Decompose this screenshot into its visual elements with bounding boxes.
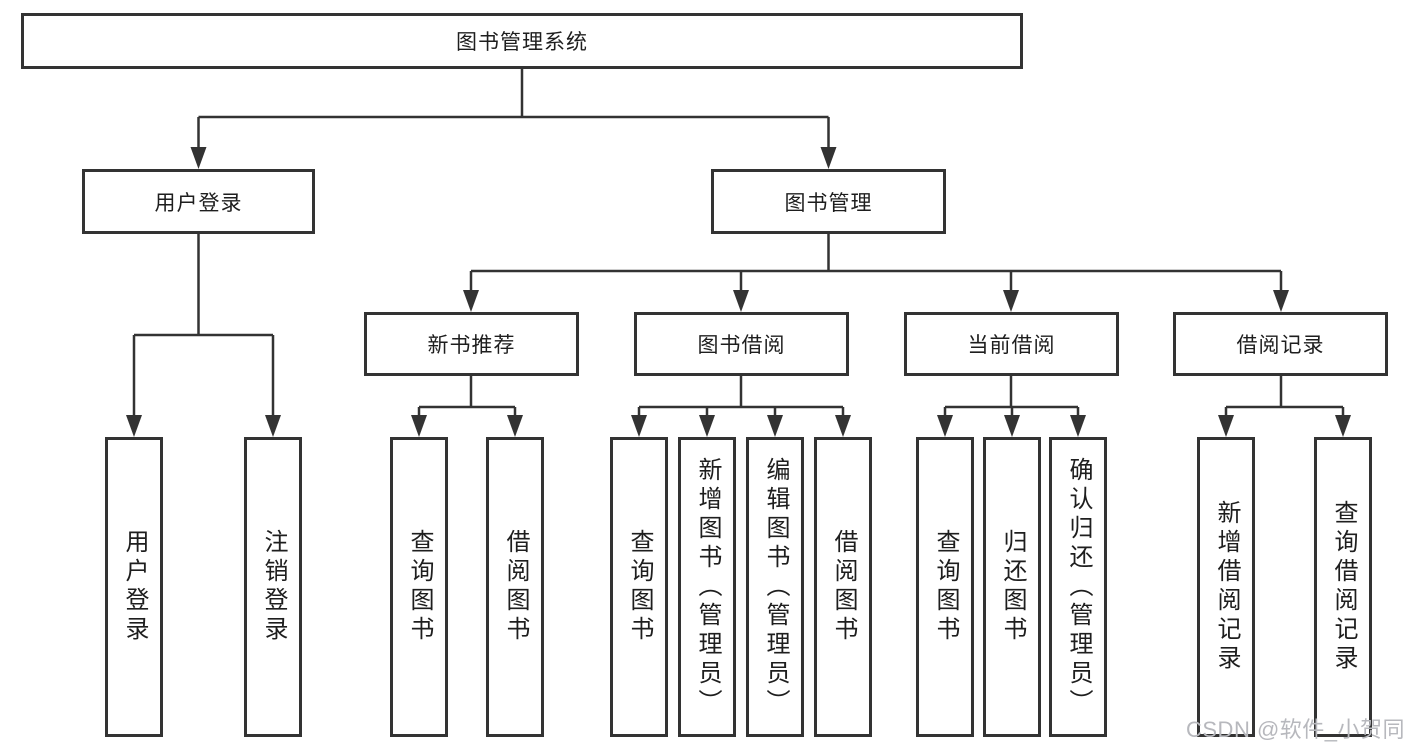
leaf-query-borrow-record: 查询借阅记录	[1314, 437, 1372, 737]
leaf-return-books: 归还图书	[983, 437, 1041, 737]
leaf-add-books-admin-label: 新增图书（管理员）	[694, 456, 721, 718]
watermark: CSDN @软件_小贺同学	[1186, 717, 1405, 742]
node-current-borrow-label: 当前借阅	[967, 334, 1056, 357]
leaf-borrow-books-recommend: 借阅图书	[486, 437, 544, 737]
arrowhead	[1004, 415, 1020, 437]
leaf-query-books-current: 查询图书	[916, 437, 974, 737]
arrowhead	[265, 415, 281, 437]
leaf-confirm-return-admin: 确认归还（管理员）	[1049, 437, 1107, 737]
node-user-login: 用户登录	[82, 169, 315, 234]
leaf-add-books-admin: 新增图书（管理员）	[678, 437, 736, 737]
node-new-book-recommend-label: 新书推荐	[427, 334, 516, 357]
leaf-query-books-recommend: 查询图书	[390, 437, 448, 737]
node-book-borrow-label: 图书借阅	[697, 334, 786, 357]
leaf-user-login: 用户登录	[105, 437, 163, 737]
node-root: 图书管理系统	[21, 13, 1023, 69]
arrowhead	[1070, 415, 1086, 437]
leaf-borrow-books: 借阅图书	[814, 437, 872, 737]
leaf-edit-books-admin-label: 编辑图书（管理员）	[762, 456, 789, 718]
connector-records-group	[1224, 376, 1345, 416]
leaf-logout: 注销登录	[244, 437, 302, 737]
arrowhead	[1003, 290, 1019, 312]
node-user-login-label: 用户登录	[154, 191, 243, 215]
node-new-book-recommend: 新书推荐	[364, 312, 579, 376]
leaf-query-borrow-record-label: 查询借阅记录	[1330, 500, 1357, 674]
arrowhead	[631, 415, 647, 437]
leaf-query-books-borrow: 查询图书	[610, 437, 668, 737]
leaf-logout-label: 注销登录	[260, 529, 287, 645]
arrowhead	[126, 415, 142, 437]
connector-userlogin-group	[132, 234, 275, 416]
arrowhead	[1273, 290, 1289, 312]
arrowhead	[463, 290, 479, 312]
arrowhead	[507, 415, 523, 437]
leaf-borrow-books-recommend-label: 借阅图书	[502, 529, 529, 645]
leaf-query-books-recommend-label: 查询图书	[406, 529, 433, 645]
leaf-user-login-label: 用户登录	[121, 529, 148, 645]
arrowhead	[733, 290, 749, 312]
arrowhead	[937, 415, 953, 437]
leaf-borrow-books-label: 借阅图书	[830, 529, 857, 645]
leaf-return-books-label: 归还图书	[999, 529, 1026, 645]
arrowhead	[767, 415, 783, 437]
leaf-query-books-borrow-label: 查询图书	[626, 529, 653, 645]
leaf-confirm-return-admin-label: 确认归还（管理员）	[1065, 456, 1092, 718]
arrowhead	[820, 147, 837, 169]
node-root-label: 图书管理系统	[456, 31, 588, 54]
connector-root-to-level2	[197, 69, 830, 148]
connector-newbooks-group	[417, 376, 517, 416]
leaf-edit-books-admin: 编辑图书（管理员）	[746, 437, 804, 737]
arrowhead	[1218, 415, 1234, 437]
arrowhead	[411, 415, 427, 437]
arrowhead	[1335, 415, 1351, 437]
connector-current-group	[943, 376, 1080, 416]
arrowhead	[699, 415, 715, 437]
node-book-management-label: 图书管理	[784, 191, 873, 215]
arrowhead	[190, 147, 207, 169]
leaf-add-borrow-record: 新增借阅记录	[1197, 437, 1255, 737]
node-book-borrow: 图书借阅	[634, 312, 849, 376]
node-borrow-records: 借阅记录	[1173, 312, 1388, 376]
connector-bookmgmt-to-level3	[469, 234, 1283, 291]
node-book-management: 图书管理	[711, 169, 946, 234]
leaf-query-books-current-label: 查询图书	[932, 529, 959, 645]
leaf-add-borrow-record-label: 新增借阅记录	[1213, 500, 1240, 674]
node-borrow-records-label: 借阅记录	[1236, 334, 1325, 357]
connector-borrow-group	[637, 376, 845, 416]
node-current-borrow: 当前借阅	[904, 312, 1119, 376]
arrowhead	[835, 415, 851, 437]
